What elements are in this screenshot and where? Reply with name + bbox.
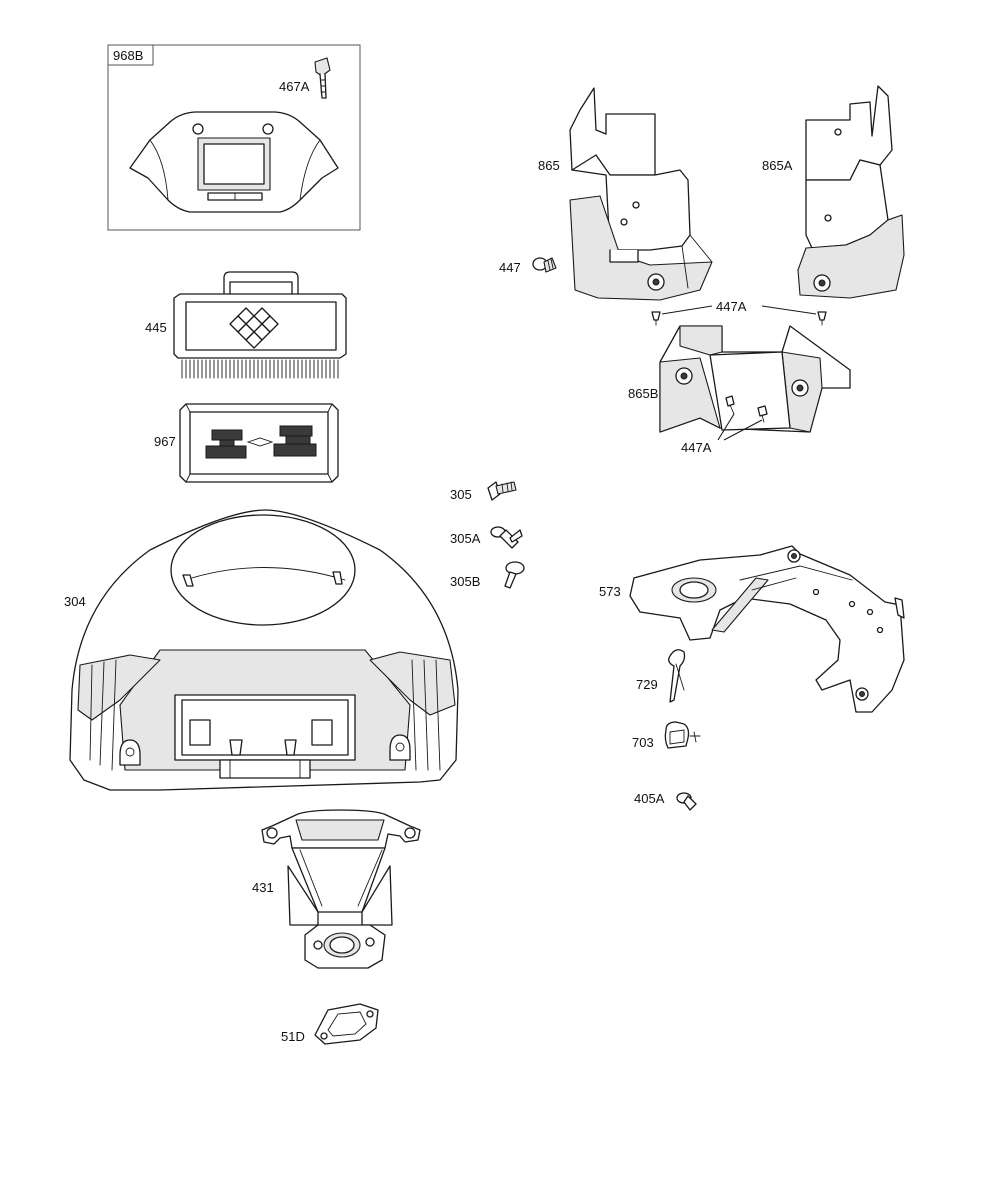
part-405A-screw [676,792,697,811]
inset-label-box [107,44,154,66]
part-573-air-guide [629,545,905,713]
part-305A-screw [490,526,523,549]
part-445-air-filter [173,271,347,379]
part-447A-top-screws [651,305,827,326]
part-51D-gasket [314,1003,379,1045]
callout-304: 304 [64,594,86,609]
callout-703: 703 [632,735,654,750]
callout-865B: 865B [628,386,658,401]
part-447-screw [532,257,557,273]
inset-label: 968B [113,48,143,63]
callout-447A-top: 447A [716,299,747,314]
callout-729: 729 [636,677,658,692]
callout-51D: 51D [281,1029,305,1044]
part-703-wire-tie [664,721,701,749]
part-431-intake-elbow [261,809,421,969]
part-729-clip [668,649,686,703]
part-865B-bottom-baffle [659,325,851,433]
part-305B-screw [504,561,525,589]
part-305-screw [487,481,517,501]
callout-447A-bottom: 447A [681,440,712,455]
part-968B-cover [129,111,339,213]
callout-467A: 467A [279,79,310,94]
inset-968B: 968B 467A [107,44,361,231]
filter-logo-diamonds [229,307,279,349]
callout-865: 865 [538,158,560,173]
callout-573: 573 [599,584,621,599]
part-304-blower-housing [69,509,459,791]
callout-967: 967 [154,434,176,449]
part-447A-bottom-screws [717,395,768,441]
inset-frame [107,44,361,231]
callout-305A: 305A [450,531,481,546]
callout-431: 431 [252,880,274,895]
callout-447: 447 [499,260,521,275]
part-865-left-baffle [569,87,713,301]
callout-865A: 865A [762,158,793,173]
callout-445: 445 [145,320,167,335]
part-467A-knob [314,57,331,99]
part-865A-right-baffle [797,85,905,299]
callout-305B: 305B [450,574,480,589]
callout-305: 305 [450,487,472,502]
part-967-precleaner [179,403,339,483]
callout-405A: 405A [634,791,665,806]
